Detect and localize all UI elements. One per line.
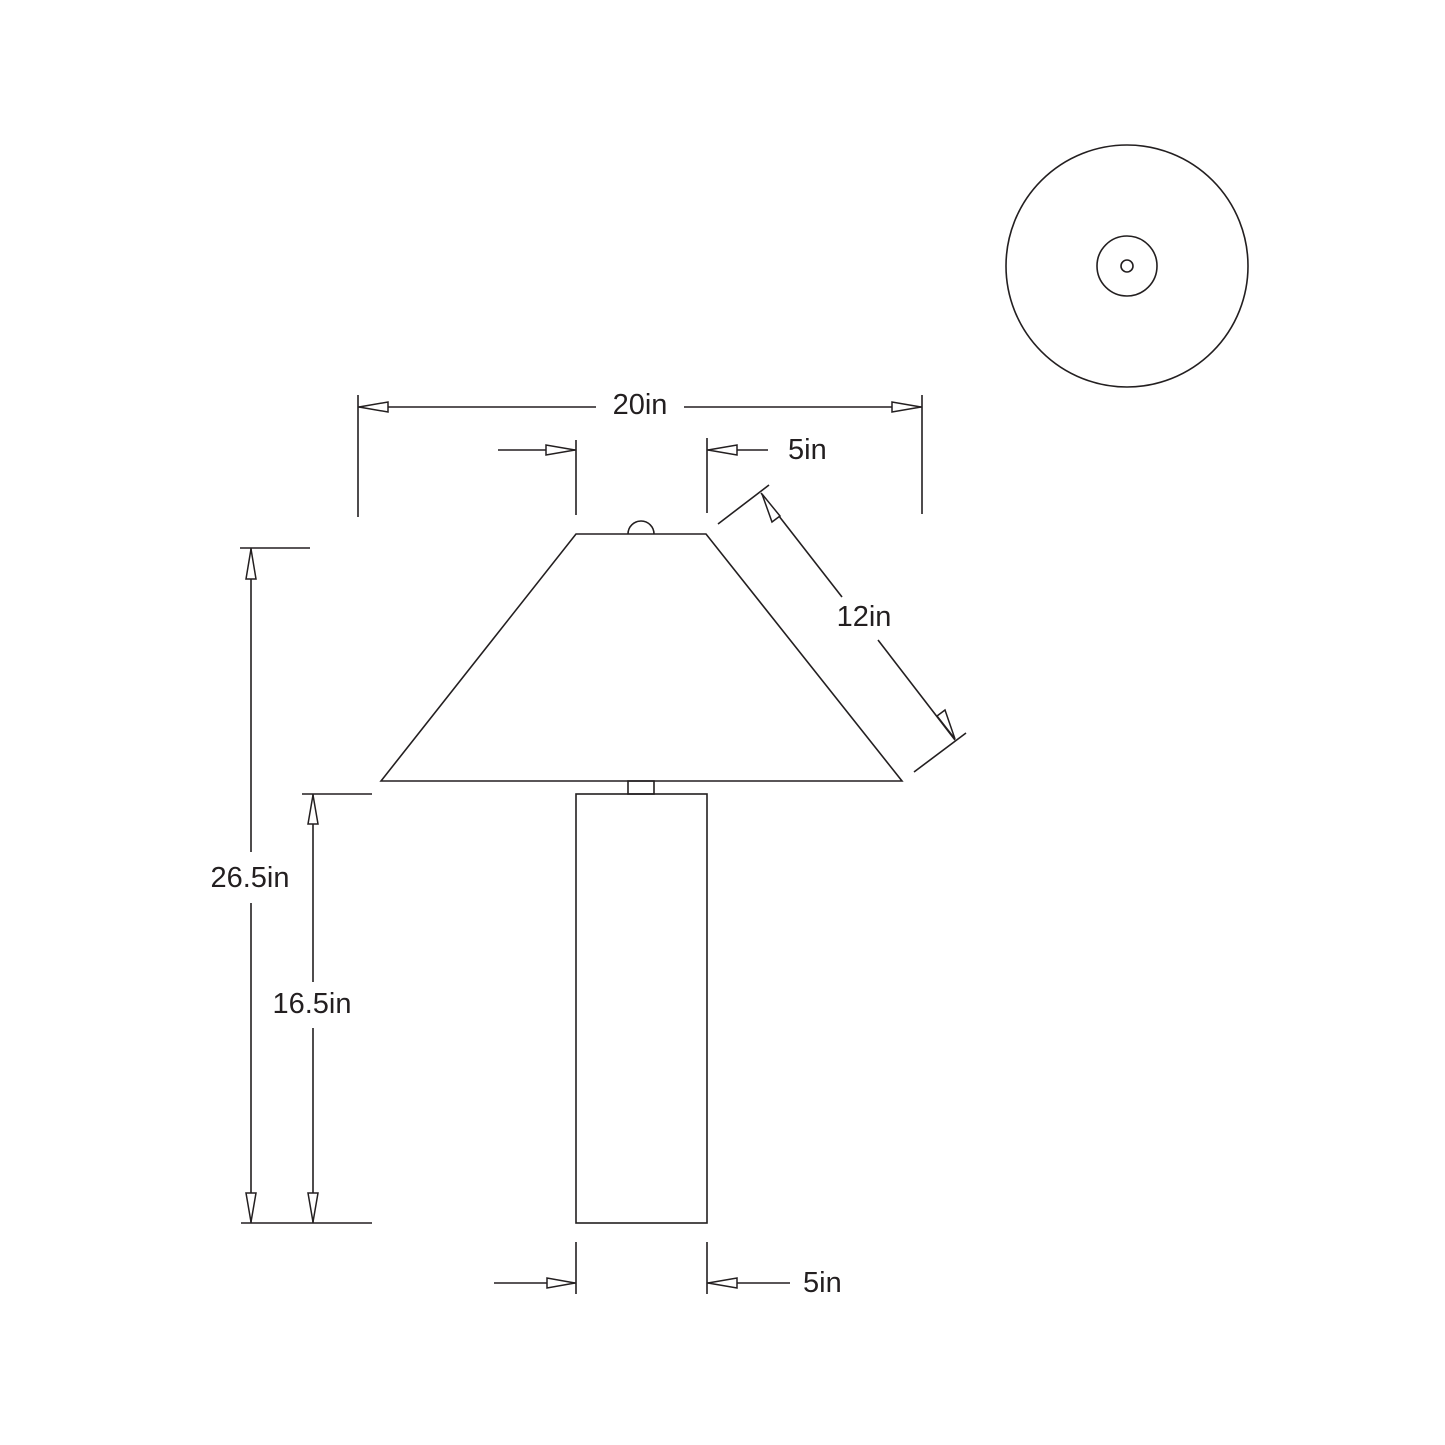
shade-slant-label: 12in (837, 601, 892, 633)
top-view-middle-circle (1096, 235, 1158, 297)
arrow-left-icon (358, 401, 389, 413)
dimension-base-width: 5in (494, 1242, 842, 1299)
shade-top-width-label: 5in (788, 434, 827, 466)
lamp-neck (627, 780, 655, 795)
top-view-outer-circle (1005, 144, 1249, 388)
arrow-left-icon (707, 1277, 738, 1289)
top-view-inner-circle (1120, 259, 1134, 273)
top-view (1005, 144, 1249, 388)
arrow-right-icon (891, 401, 922, 413)
lamp-shade (379, 533, 904, 782)
arrow-up-icon (245, 548, 257, 580)
arrow-left-icon (707, 444, 738, 456)
dimension-base-height: 16.5in (272, 793, 372, 1223)
dimension-overall-height: 26.5in (210, 547, 372, 1224)
arrow-up-icon (307, 794, 319, 825)
front-elevation (379, 520, 904, 1224)
lamp-base (575, 793, 708, 1224)
overall-height-label: 26.5in (210, 862, 289, 894)
arrow-down-icon (245, 1192, 257, 1223)
dimension-shade-slant: 12in (717, 484, 967, 773)
overall-width-label: 20in (613, 389, 668, 421)
base-height-label: 16.5in (272, 988, 351, 1020)
base-width-label: 5in (803, 1267, 842, 1299)
dimension-shade-top-width: 5in (498, 434, 827, 515)
arrow-right-icon (545, 444, 576, 456)
arrow-up-icon (761, 493, 782, 524)
dimension-overall-width: 20in (357, 389, 923, 517)
lamp-finial (627, 520, 655, 535)
arrow-down-icon (307, 1192, 319, 1223)
arrow-down-icon (935, 708, 956, 740)
arrow-right-icon (546, 1277, 576, 1289)
